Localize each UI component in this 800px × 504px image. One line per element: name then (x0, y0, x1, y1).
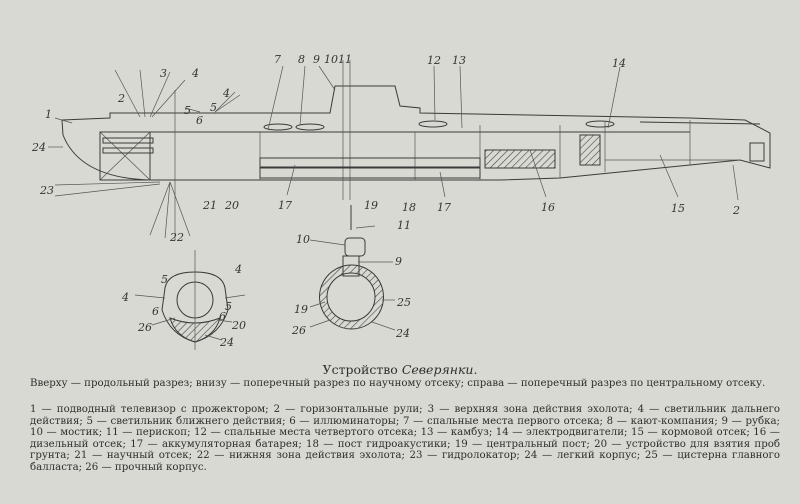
callout-label: 21 (202, 199, 217, 212)
callout-label: 2 (117, 92, 125, 105)
callout-label: 7 (274, 53, 281, 66)
caption-title-name: Северянки. (401, 362, 478, 377)
cross-section-science-compartment: 5 4 4 6 5 6 26 20 24 (121, 250, 246, 350)
callout-label: 14 (612, 57, 626, 70)
callout-label: 18 (402, 201, 416, 214)
callout-label: 24 (31, 141, 46, 154)
callout-label: 5 (210, 101, 217, 114)
callout-label: 25 (396, 296, 411, 309)
callout-label: 22 (169, 231, 184, 244)
callout-label: 12 (427, 54, 441, 67)
callout-label: 5 (225, 300, 232, 313)
cross-section-central-compartment: 11 10 9 19 25 26 24 (291, 205, 411, 340)
callout-label: 20 (231, 319, 246, 332)
submarine-diagram: 1 2 3 4 4 5 5 6 7 8 9 10 11 24 23 22 21 … (31, 53, 771, 350)
callout-label: 17 (437, 201, 451, 214)
callout-label: 16 (541, 201, 555, 214)
callout-label: 26 (291, 324, 306, 337)
callout-label: 23 (39, 184, 54, 197)
callout-label: 5 (161, 273, 168, 286)
callout-label: 13 (452, 54, 466, 67)
callout-label: 9 (395, 255, 402, 268)
callout-label: 5 (184, 104, 191, 117)
caption-title-prefix: Устройство (322, 362, 398, 377)
callout-label: 3 (160, 67, 167, 80)
callout-label: 11 (338, 53, 352, 66)
callout-label: 24 (219, 336, 234, 349)
callout-label: 11 (397, 219, 411, 232)
callout-label: 4 (234, 263, 242, 276)
callout-label: 19 (364, 199, 378, 212)
callout-label: 15 (671, 202, 685, 215)
callout-label: 24 (395, 327, 410, 340)
figure-caption-title: Устройство Северянки. (0, 362, 800, 377)
caption-legend: 1 — подводный телевизор с прожектором; 2… (30, 404, 780, 473)
callout-label: 4 (121, 291, 129, 304)
callout-label: 6 (196, 114, 203, 127)
callout-label: 26 (137, 321, 152, 334)
callout-label: 19 (294, 303, 308, 316)
callout-label: 1 (45, 108, 52, 121)
callout-label: 2 (732, 204, 740, 217)
callout-label: 17 (278, 199, 292, 212)
callout-label: 9 (313, 53, 320, 66)
callout-label: 4 (222, 87, 230, 100)
caption-intro: Вверху — продольный разрез; внизу — попе… (30, 378, 766, 389)
callout-label: 20 (224, 199, 239, 212)
callout-label: 4 (191, 67, 199, 80)
callout-label: 6 (219, 310, 226, 323)
callout-label: 6 (152, 305, 159, 318)
longitudinal-section: 1 2 3 4 4 5 5 6 7 8 9 10 11 24 23 22 21 … (31, 53, 771, 244)
callout-label: 10 (324, 53, 338, 66)
callout-label: 10 (296, 233, 310, 246)
callout-label: 8 (298, 53, 305, 66)
